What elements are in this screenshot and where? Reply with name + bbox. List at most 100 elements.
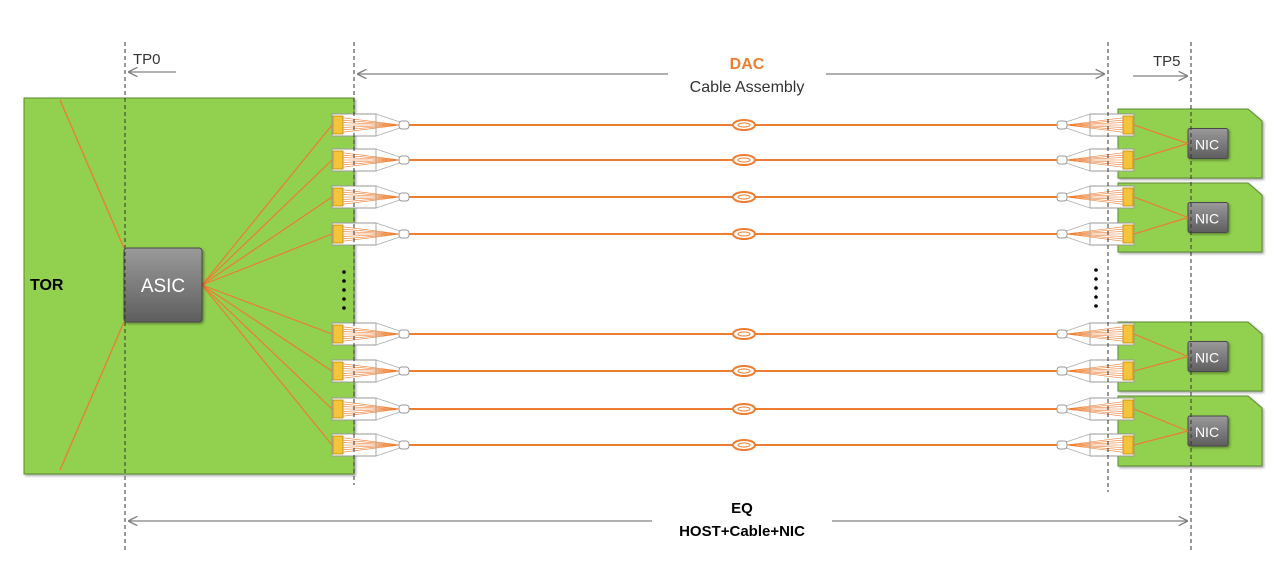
connector-contacts bbox=[332, 115, 344, 135]
connector-wire bbox=[1065, 368, 1124, 372]
nic-trace bbox=[1133, 196, 1189, 219]
connector-wire bbox=[342, 196, 401, 203]
connector-contacts bbox=[332, 150, 344, 170]
connector-wire bbox=[1065, 370, 1124, 377]
connector-wire bbox=[342, 159, 401, 168]
connector-wire bbox=[342, 233, 401, 240]
connector-wire bbox=[342, 189, 401, 198]
cable-coil bbox=[732, 228, 756, 240]
connector-wire bbox=[1065, 152, 1124, 161]
asic-trace bbox=[201, 284, 333, 335]
nic-trace bbox=[1133, 124, 1189, 145]
connector-collar bbox=[1056, 404, 1068, 414]
connector-wire bbox=[342, 124, 401, 131]
connector-wire bbox=[342, 444, 401, 453]
connector-collar bbox=[398, 155, 410, 165]
connector-wire bbox=[1065, 365, 1124, 372]
asic-fanout-traces bbox=[59, 99, 333, 471]
connector-wire bbox=[342, 119, 401, 126]
connector-collar bbox=[1056, 329, 1068, 339]
tp0-label: TP0 bbox=[133, 51, 161, 68]
connector-collar bbox=[1056, 192, 1068, 202]
asic-trace bbox=[201, 196, 333, 286]
connector-contacts bbox=[1122, 150, 1134, 170]
dac-link bbox=[331, 113, 1135, 137]
connector-contacts bbox=[332, 399, 344, 419]
connector-wire bbox=[342, 154, 401, 161]
dac-link bbox=[331, 322, 1135, 346]
connector-wire bbox=[342, 370, 401, 377]
asic-trace bbox=[201, 233, 333, 286]
connector-wire bbox=[342, 326, 401, 335]
left-continuation-dots bbox=[342, 270, 346, 310]
cable-coil-inner bbox=[737, 231, 751, 237]
connector-wire bbox=[342, 124, 401, 133]
connector-wire bbox=[1065, 157, 1124, 161]
connector-wire bbox=[342, 444, 401, 451]
connector-wire bbox=[1065, 333, 1124, 337]
connector-wire bbox=[342, 231, 401, 235]
connector-wire bbox=[1065, 117, 1124, 126]
connector-wire bbox=[1065, 326, 1124, 335]
connector-wire bbox=[1065, 406, 1124, 410]
tor-label: TOR bbox=[30, 277, 64, 294]
cable-coil-inner bbox=[737, 157, 751, 163]
connector-wire bbox=[342, 403, 401, 410]
connector-wire bbox=[342, 233, 401, 242]
connector-wire bbox=[1065, 439, 1124, 446]
connector-wire bbox=[342, 408, 401, 415]
cable-coil-inner bbox=[737, 442, 751, 448]
nic-label: NIC bbox=[1195, 211, 1219, 227]
connector-wire bbox=[1065, 333, 1124, 342]
connector-wire bbox=[1065, 196, 1124, 203]
connector-wire bbox=[342, 159, 401, 166]
connector-wire bbox=[342, 333, 401, 337]
asic-trace bbox=[201, 284, 333, 410]
connector-wire bbox=[342, 122, 401, 126]
dac-link bbox=[331, 148, 1135, 172]
connector-contacts bbox=[1122, 399, 1134, 419]
connector-collar bbox=[1056, 440, 1068, 450]
asic-trace bbox=[201, 284, 333, 372]
connector-wire bbox=[1065, 196, 1124, 200]
connector-wire bbox=[342, 370, 401, 374]
connector-contacts bbox=[332, 324, 344, 344]
connector-wire bbox=[1065, 233, 1124, 237]
connector-wire bbox=[342, 233, 401, 237]
connector-wire bbox=[1065, 124, 1124, 133]
cable-coil bbox=[732, 328, 756, 340]
connector-wire bbox=[342, 363, 401, 372]
board-trace bbox=[59, 321, 125, 471]
nic-label: NIC bbox=[1195, 424, 1219, 440]
connector-wire bbox=[1065, 124, 1124, 131]
connector-wire bbox=[342, 333, 401, 340]
connector-wire bbox=[1065, 191, 1124, 198]
dac-cable-links bbox=[331, 113, 1135, 457]
connector-wire bbox=[342, 437, 401, 446]
connector-wire bbox=[1065, 328, 1124, 335]
connector-contacts bbox=[1122, 187, 1134, 207]
connector-wire bbox=[1065, 408, 1124, 417]
connector-contacts bbox=[332, 361, 344, 381]
connector-wire bbox=[1065, 154, 1124, 161]
connector-wire bbox=[1065, 124, 1124, 128]
connector-wire bbox=[342, 117, 401, 126]
connector-wire bbox=[1065, 196, 1124, 205]
connector-wire bbox=[1065, 122, 1124, 126]
connector-wire bbox=[1065, 408, 1124, 412]
connector-wire bbox=[342, 401, 401, 410]
dac-link bbox=[331, 185, 1135, 209]
connector-wire bbox=[342, 368, 401, 372]
connector-wire bbox=[342, 370, 401, 379]
connector-wire bbox=[342, 196, 401, 205]
connector-collar bbox=[398, 192, 410, 202]
cable-coil-inner bbox=[737, 331, 751, 337]
cable-coil bbox=[732, 403, 756, 415]
connector-wire bbox=[1065, 194, 1124, 198]
connector-wire bbox=[342, 226, 401, 235]
connector-wire bbox=[1065, 159, 1124, 166]
connector-wire bbox=[1065, 403, 1124, 410]
connector-wire bbox=[342, 442, 401, 446]
connector-collar bbox=[1056, 229, 1068, 239]
connector-wire bbox=[342, 408, 401, 417]
